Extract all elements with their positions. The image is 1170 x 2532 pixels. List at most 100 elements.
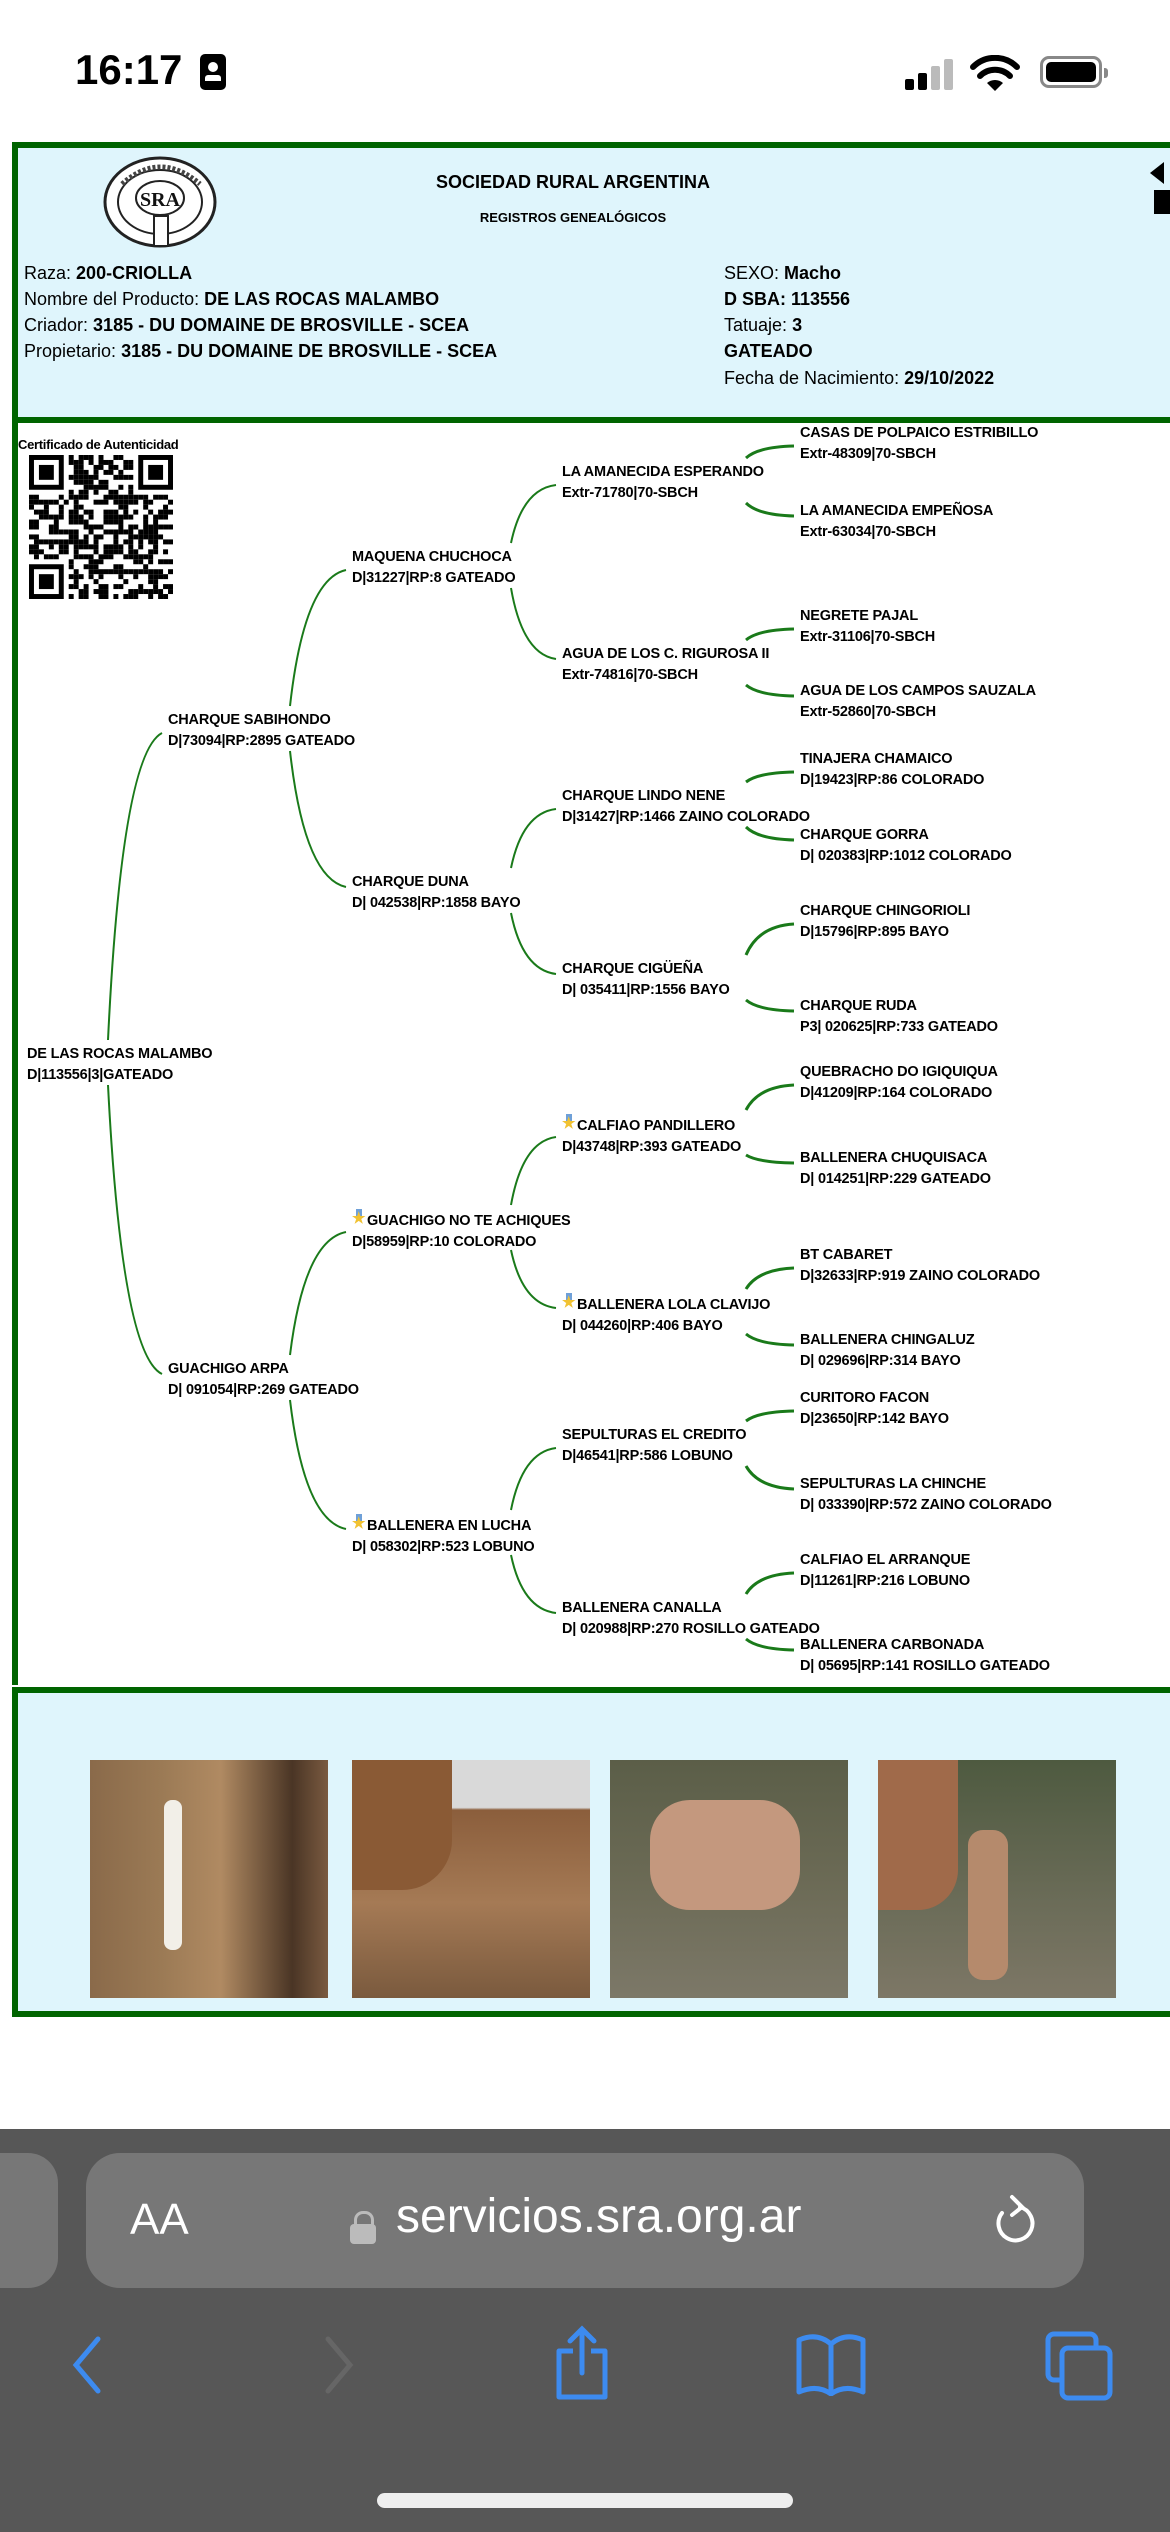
pedigree-connector — [289, 750, 347, 888]
horse-name: MAQUENA CHUCHOCA — [352, 549, 512, 565]
horse-name: NEGRETE PAJAL — [800, 608, 918, 624]
pedigree-node-gen4[interactable]: CHARQUE RUDA P3| 020625|RP:733 GATEADO — [800, 996, 998, 1038]
horse-photo-1[interactable] — [90, 1760, 328, 1998]
dsba-value: D SBA: 113556 — [724, 289, 851, 309]
print-icon[interactable] — [1154, 190, 1170, 214]
tatuaje-value: 3 — [792, 315, 803, 335]
horse-name: BT CABARET — [800, 1247, 893, 1263]
registry-subtitle: REGISTROS GENEALÓGICOS — [479, 210, 667, 225]
pedigree-connector — [744, 922, 795, 956]
header-panel: SRA SOCIEDAD RURAL ARGENTINA REGISTROS G… — [12, 142, 1170, 264]
horse-registration: Extr-52860|70-SBCH — [800, 704, 936, 720]
forward-button[interactable] — [318, 2335, 358, 2395]
pedigree-connector — [510, 1136, 557, 1206]
horse-name: CALFIAO PANDILLERO — [577, 1118, 736, 1134]
pedigree-node-gen2[interactable]: MAQUENA CHUCHOCA D|31227|RP:8 GATEADO — [352, 547, 516, 589]
pedigree-connector — [744, 1083, 795, 1111]
pedigree-connector — [107, 732, 163, 1041]
bookmarks-button[interactable] — [795, 2332, 867, 2396]
pedigree-node-gen2[interactable]: BALLENERA EN LUCHA D| 058302|RP:523 LOBUN… — [352, 1514, 535, 1558]
horse-name: SEPULTURAS LA CHINCHE — [800, 1476, 986, 1492]
pedigree-node-gen4[interactable]: SEPULTURAS LA CHINCHE D| 033390|RP:572 ZA… — [800, 1474, 1052, 1516]
horse-registration: P3| 020625|RP:733 GATEADO — [800, 1019, 998, 1035]
medal-icon — [352, 1514, 366, 1532]
horse-name: CHARQUE CHINGORIOLI — [800, 903, 971, 919]
horse-registration: D|31227|RP:8 GATEADO — [352, 570, 516, 586]
pedigree-connector — [744, 825, 795, 842]
horse-name: BALLENERA CARBONADA — [800, 1637, 985, 1653]
horse-name: CHARQUE RUDA — [800, 998, 917, 1014]
fecha-row: Fecha de Nacimiento: 29/10/2022 — [724, 368, 994, 389]
horse-name: BALLENERA EN LUCHA — [367, 1518, 532, 1534]
pedigree-node-gen4[interactable]: CHARQUE CHINGORIOLI D|15796|RP:895 BAYO — [800, 901, 970, 943]
pedigree-connector — [744, 1465, 795, 1491]
text-size-button[interactable]: AA — [130, 2195, 189, 2245]
horse-name: BALLENERA CHINGALUZ — [800, 1332, 975, 1348]
id-card-icon — [200, 54, 226, 90]
horse-registration: D|32633|RP:919 ZAINO COLORADO — [800, 1268, 1041, 1284]
pedigree-connector — [744, 444, 795, 460]
horse-name: AGUA DE LOS C. RIGUROSA II — [562, 646, 770, 662]
criador-value: 3185 - DU DOMAINE DE BROSVILLE - SCEA — [93, 315, 470, 335]
horse-registration: D| 091054|RP:269 GATEADO — [168, 1382, 359, 1398]
horse-photo-2[interactable] — [352, 1760, 590, 1998]
horse-registration: D|19423|RP:86 COLORADO — [800, 772, 985, 788]
pedigree-panel: Certificado de Autenticidad DE LAS ROCAS… — [12, 423, 1170, 1685]
horse-registration: D| 035411|RP:1556 BAYO — [562, 982, 730, 998]
horse-registration: D| 033390|RP:572 ZAINO COLORADO — [800, 1497, 1052, 1513]
horse-name: GUACHIGO NO TE ACHIQUES — [367, 1213, 571, 1229]
address-bar[interactable]: AA servicios.sra.org.ar — [86, 2153, 1084, 2288]
horse-registration: D|113556|3|GATEADO — [27, 1067, 174, 1083]
pedigree-connector — [745, 627, 795, 642]
url-text[interactable]: servicios.sra.org.ar — [396, 2190, 802, 2243]
pedigree-connector — [745, 1637, 795, 1652]
tabs-button[interactable] — [1044, 2330, 1116, 2402]
medal-icon — [352, 1209, 366, 1227]
share-button[interactable] — [553, 2325, 611, 2401]
horse-registration: D| 058302|RP:523 LOBUNO — [352, 1539, 535, 1555]
pedigree-connector — [289, 1399, 347, 1530]
pedigree-node-gen1[interactable]: GUACHIGO ARPA D| 091054|RP:269 GATEADO — [168, 1359, 359, 1401]
horse-registration: D|15796|RP:895 BAYO — [800, 924, 949, 940]
qr-code[interactable] — [29, 455, 173, 599]
horse-name: GUACHIGO ARPA — [168, 1361, 289, 1377]
horse-photo-4[interactable] — [878, 1760, 1116, 1998]
pedigree-connector — [744, 1266, 795, 1290]
previous-tab-preview[interactable] — [0, 2153, 58, 2288]
reload-icon[interactable] — [992, 2193, 1038, 2249]
horse-registration: D|23650|RP:142 BAYO — [800, 1411, 949, 1427]
horse-name: QUEBRACHO DO IGIQUIQUA — [800, 1064, 998, 1080]
horse-name: CHARQUE DUNA — [352, 874, 469, 890]
photos-panel — [12, 1687, 1170, 2017]
back-button[interactable] — [68, 2335, 108, 2395]
horse-photo-3[interactable] — [610, 1760, 848, 1998]
pedigree-node-gen4[interactable]: BT CABARET D|32633|RP:919 ZAINO COLORADO — [800, 1245, 1040, 1287]
horse-registration: D| 020383|RP:1012 COLORADO — [800, 848, 1012, 864]
back-arrow-icon[interactable] — [1150, 162, 1164, 184]
